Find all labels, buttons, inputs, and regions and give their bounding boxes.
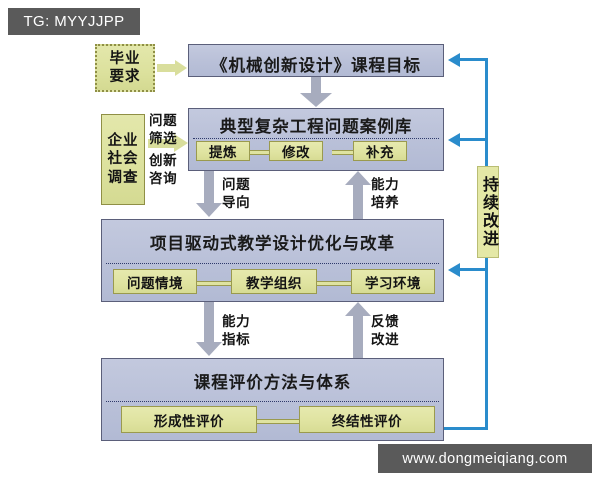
arrow-objective-to-caselibrary	[300, 77, 332, 109]
connector-formative-to-summative	[255, 419, 301, 424]
panel-case-library: 典型复杂工程问题案例库	[188, 108, 444, 171]
connector-modify-to-supplement	[332, 150, 354, 155]
connector-organization-to-environment	[315, 281, 353, 286]
annotation-problem-filter-line2: 筛选	[149, 131, 178, 147]
annotation-problem-oriented-line2: 导向	[222, 195, 251, 211]
sub-chip-summative-evaluation: 终结性评价	[299, 406, 435, 433]
feedback-branch-to-objective	[460, 58, 488, 61]
sub-chip-problem-context: 问题情境	[113, 269, 197, 294]
watermark-chip: www.dongmeiqiang.com	[378, 444, 592, 473]
continuous-improvement-label: 持续改进	[477, 166, 499, 258]
feedback-branch-to-teaching	[460, 268, 488, 271]
sub-chip-formative-evaluation: 形成性评价	[121, 406, 257, 433]
annotation-innovation-consulting: 创新 咨询	[149, 152, 177, 188]
panel-case-library-title: 典型复杂工程问题案例库	[219, 118, 413, 136]
feedback-branch-to-caselibrary	[460, 138, 488, 141]
panel-teaching-design-divider	[106, 263, 439, 264]
annotation-ability-cultivation-line2: 培养	[371, 195, 400, 211]
panel-case-library-divider	[193, 138, 439, 139]
annotation-problem-filter: 问题 筛选	[149, 112, 177, 148]
annotation-problem-filter-line1: 问题	[149, 113, 178, 128]
panel-evaluation-system-divider	[106, 401, 439, 402]
annotation-problem-oriented-line1: 问题	[222, 177, 251, 192]
annotation-feedback-improve-line1: 反馈	[371, 314, 400, 329]
panel-evaluation-system-title: 课程评价方法与体系	[193, 374, 352, 392]
sub-chip-learning-environment: 学习环境	[351, 269, 435, 294]
annotation-ability-index: 能力 指标	[222, 313, 250, 349]
sub-chip-teaching-organization: 教学组织	[231, 269, 317, 294]
feedback-arrowhead-teaching	[448, 262, 460, 277]
annotation-feedback-improve-line2: 改进	[371, 332, 400, 348]
panel-teaching-design-title: 项目驱动式教学设计优化与改革	[150, 235, 395, 253]
connector-context-to-organization	[195, 281, 233, 286]
arrow-survey-to-caselibrary	[148, 134, 190, 152]
connector-extract-to-modify	[248, 150, 270, 155]
feedback-arrowhead-objective	[448, 52, 460, 67]
annotation-ability-index-line1: 能力	[222, 314, 251, 329]
panel-course-objective-title: 《机械创新设计》课程目标	[211, 57, 421, 75]
arrow-graduation-to-objective	[157, 60, 187, 76]
arrow-teaching-to-evaluation	[196, 302, 222, 358]
annotation-innovation-consulting-line2: 咨询	[149, 171, 178, 187]
panel-course-objective: 《机械创新设计》课程目标	[188, 44, 444, 77]
annotation-innovation-consulting-line1: 创新	[149, 153, 178, 168]
annotation-ability-cultivation: 能力 培养	[371, 176, 399, 212]
annotation-feedback-improve: 反馈 改进	[371, 313, 399, 349]
arrow-evaluation-to-teaching	[345, 302, 371, 358]
annotation-ability-cultivation-line1: 能力	[371, 177, 400, 192]
graduation-requirement-line2: 要求	[109, 69, 141, 85]
survey-line1: 企业	[107, 133, 139, 150]
survey-line3: 调查	[107, 169, 139, 186]
arrow-teaching-to-caselibrary	[345, 171, 371, 219]
feedback-arrowhead-caselibrary	[448, 132, 460, 147]
sub-chip-extract: 提炼	[196, 141, 250, 161]
graduation-requirement-box: 毕业 要求	[95, 44, 155, 92]
enterprise-social-survey-box: 企业 社会 调查	[101, 114, 145, 205]
arrow-caselibrary-to-teaching	[196, 171, 222, 219]
feedback-source-from-evaluation	[444, 427, 488, 430]
annotation-ability-index-line2: 指标	[222, 332, 251, 348]
survey-line2: 社会	[107, 151, 139, 168]
tg-tag-chip: TG: MYYJJPP	[8, 8, 140, 35]
sub-chip-modify: 修改	[269, 141, 323, 161]
sub-chip-supplement: 补充	[353, 141, 407, 161]
annotation-problem-oriented: 问题 导向	[222, 176, 250, 212]
graduation-requirement-line1: 毕业	[109, 50, 141, 67]
